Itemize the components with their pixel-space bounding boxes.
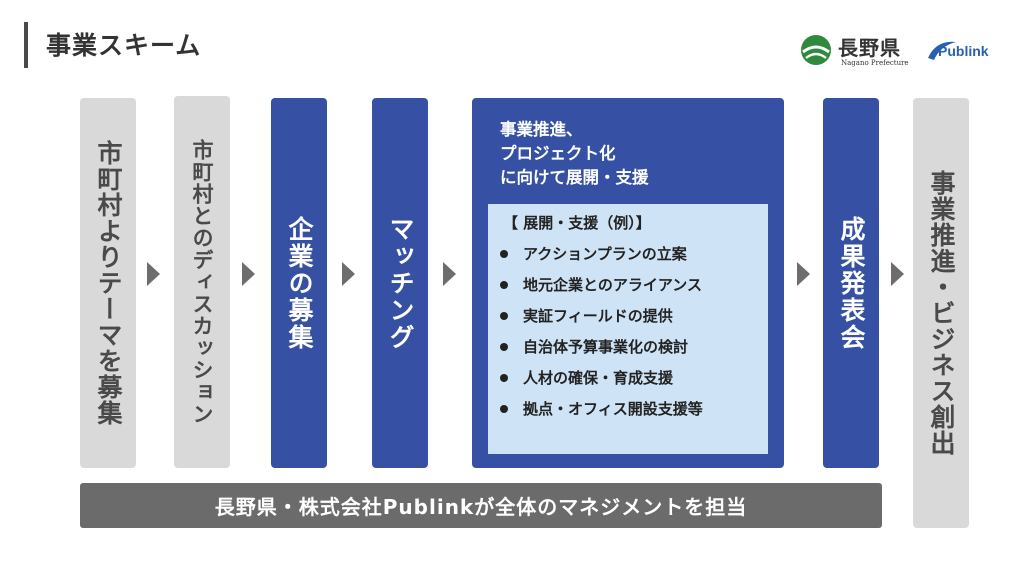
list-item-text: 自治体予算事業化の検討 [523, 338, 689, 356]
arrow-right-icon [147, 262, 160, 286]
step-label: 市町村とのディスカッション [190, 139, 214, 425]
bullet-icon [500, 374, 508, 382]
bullet-icon [500, 343, 508, 351]
bullet-icon [500, 281, 508, 289]
step-business-creation: 事業推進・ビジネス創出 [913, 98, 969, 528]
title-accent-bar [24, 22, 28, 68]
support-heading-line: 事業推進、 [500, 120, 583, 139]
list-item: 実証フィールドの提供 [500, 306, 766, 326]
arrow-right-icon [443, 262, 456, 286]
support-examples-box: 【 展開・支援（例）】 アクションプランの立案 地元企業とのアライアンス 実証フ… [488, 204, 768, 454]
nagano-logo-subtext: Nagano Prefecture [841, 59, 909, 67]
list-item: 自治体予算事業化の検討 [500, 337, 766, 357]
list-item: 拠点・オフィス開設支援等 [500, 399, 766, 419]
support-heading-line: に向けて展開・支援 [500, 168, 649, 187]
support-examples-list: アクションプランの立案 地元企業とのアライアンス 実証フィールドの提供 自治体予… [500, 244, 766, 430]
list-item-text: 人材の確保・育成支援 [523, 369, 674, 387]
arrow-right-icon [342, 262, 355, 286]
list-item-text: 実証フィールドの提供 [523, 307, 673, 325]
list-item-text: 拠点・オフィス開設支援等 [523, 400, 703, 418]
management-banner-text: 長野県・株式会社Publinkが全体のマネジメントを担当 [214, 495, 748, 519]
nagano-prefecture-logo: 長野県 Nagano Prefecture [800, 30, 918, 72]
bullet-icon [500, 250, 508, 258]
bullet-icon [500, 405, 508, 413]
list-item: 地元企業とのアライアンス [500, 275, 766, 295]
bullet-icon [500, 312, 508, 320]
list-item: 人材の確保・育成支援 [500, 368, 766, 388]
publink-logo: Publink [926, 36, 1008, 68]
publink-swoosh-icon [928, 41, 956, 60]
nagano-logo-text: 長野県 [838, 36, 901, 60]
publink-logo-text: Publink [938, 43, 989, 59]
arrow-right-icon [797, 262, 810, 286]
support-heading-line: プロジェクト化 [500, 144, 616, 163]
step-label: 成果発表会 [837, 215, 866, 351]
support-heading: 事業推進、 プロジェクト化 に向けて展開・支援 [500, 118, 649, 190]
step-municipal-discussion: 市町村とのディスカッション [174, 96, 230, 468]
step-results-presentation: 成果発表会 [823, 98, 879, 468]
management-banner: 長野県・株式会社Publinkが全体のマネジメントを担当 [80, 483, 882, 528]
step-label: 市町村よりテーマを募集 [94, 140, 123, 426]
page-title: 事業スキーム [46, 31, 202, 60]
list-item-text: 地元企業とのアライアンス [523, 276, 702, 294]
step-theme-recruitment: 市町村よりテーマを募集 [80, 98, 136, 468]
step-support-panel: 事業推進、 プロジェクト化 に向けて展開・支援 【 展開・支援（例）】 アクショ… [472, 98, 784, 468]
nagano-emblem-icon [801, 35, 831, 65]
arrow-right-icon [891, 262, 904, 286]
step-label: マッチング [386, 215, 415, 351]
support-examples-title: 【 展開・支援（例）】 [503, 214, 651, 232]
step-matching: マッチング [372, 98, 428, 468]
list-item: アクションプランの立案 [500, 244, 766, 264]
step-company-recruitment: 企業の募集 [271, 98, 327, 468]
step-label: 企業の募集 [285, 215, 314, 351]
step-label: 事業推進・ビジネス創出 [927, 170, 956, 456]
arrow-right-icon [242, 262, 255, 286]
list-item-text: アクションプランの立案 [523, 245, 687, 263]
